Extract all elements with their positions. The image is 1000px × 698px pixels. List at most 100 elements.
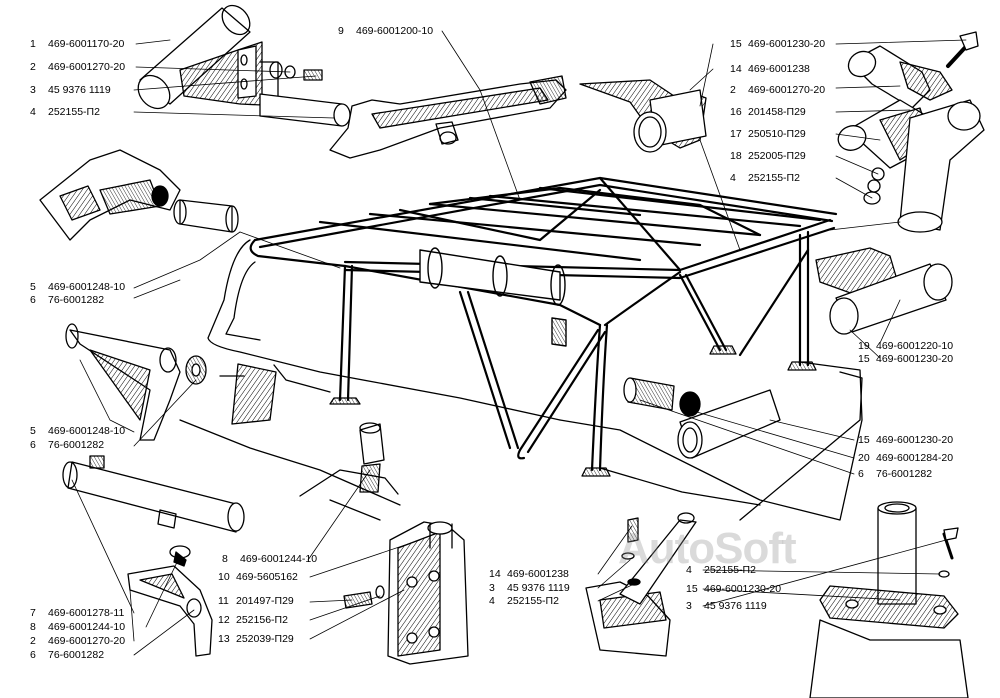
callout-label: 16 201458-П29 bbox=[730, 106, 806, 119]
callout-code: 76-6001282 bbox=[48, 439, 105, 451]
callout-label: 20 469-6001284-20 bbox=[858, 452, 953, 465]
callout-number: 12 bbox=[218, 614, 230, 626]
callout-code: 469-6001284-20 bbox=[876, 452, 954, 464]
elbow-part-19 bbox=[815, 247, 953, 335]
callout-label: 4 252155-П2 bbox=[489, 595, 559, 608]
callout-label: 10 469-5605162 bbox=[218, 571, 298, 584]
callout-label: 7 469-6001278-11 bbox=[30, 607, 124, 620]
callout-number: 19 bbox=[858, 340, 870, 352]
callout-number: 5 bbox=[30, 281, 36, 293]
callout-code: 469-6001230-20 bbox=[876, 434, 954, 446]
callout-code: 469-6001270-20 bbox=[48, 635, 126, 647]
callout-number: 6 bbox=[30, 649, 36, 661]
callout-number: 14 bbox=[489, 568, 501, 580]
callout-code: 469-6001230-20 bbox=[876, 353, 954, 365]
callout-label: 17 250510-П29 bbox=[730, 128, 806, 141]
callout-number: 17 bbox=[730, 128, 742, 140]
roof-corner-plug bbox=[39, 149, 239, 241]
callout-number: 20 bbox=[858, 452, 870, 464]
callout-label: 18 252005-П29 bbox=[730, 150, 806, 163]
callout-code: 469-6001270-20 bbox=[748, 84, 826, 96]
callout-number: 3 bbox=[489, 582, 495, 594]
watermark-text: AutoSoft bbox=[618, 524, 797, 573]
callout-label: 4 252155-П2 bbox=[730, 172, 800, 185]
callout-code: 201458-П29 bbox=[748, 106, 806, 118]
callout-code: 45 9376 1119 bbox=[704, 600, 767, 612]
callout-code: 469-6001238 bbox=[748, 63, 810, 75]
callout-code: 469-6001270-20 bbox=[48, 61, 126, 73]
callout-number: 15 bbox=[730, 38, 742, 50]
callout-code: 45 9376 1119 bbox=[507, 582, 570, 594]
tee-joint-part-1 bbox=[137, 4, 351, 127]
foot-plates bbox=[329, 345, 817, 477]
callout-number: 9 bbox=[338, 25, 344, 37]
callout-label: 3 45 9376 1119 bbox=[686, 600, 767, 613]
callout-label: 14 469-6001238 bbox=[489, 568, 569, 581]
callout-number: 8 bbox=[30, 621, 36, 633]
callout-code: 469-6001238 bbox=[507, 568, 569, 580]
callout-number: 3 bbox=[30, 84, 36, 96]
callout-label: 6 76-6001282 bbox=[30, 439, 104, 452]
callout-number: 3 bbox=[686, 600, 692, 612]
callout-code: 469-6001200-10 bbox=[356, 25, 434, 37]
callout-code: 252155-П2 bbox=[704, 564, 756, 576]
callout-number: 2 bbox=[30, 61, 36, 73]
callout-code: 469-5605162 bbox=[236, 571, 298, 583]
callout-number: 11 bbox=[218, 595, 229, 607]
callout-number: 4 bbox=[730, 172, 736, 184]
right-cluster-joint bbox=[837, 31, 985, 233]
bracket-part-14 bbox=[585, 512, 697, 657]
bracket-part-9 bbox=[329, 75, 567, 159]
callout-code: 252155-П2 bbox=[507, 595, 559, 607]
callout-code: 76-6001282 bbox=[48, 649, 105, 661]
canvas-straps bbox=[419, 247, 567, 347]
callout-code: 252156-П2 bbox=[236, 614, 288, 626]
callout-code: 76-6001282 bbox=[48, 294, 105, 306]
callout-label: 9 469-6001200-10 bbox=[338, 25, 433, 38]
tube-part-7 bbox=[62, 455, 245, 533]
callout-number: 6 bbox=[858, 468, 864, 480]
callout-number: 7 bbox=[30, 607, 36, 619]
callout-label: 2 469-6001270-20 bbox=[730, 84, 825, 97]
callout-number: 4 bbox=[489, 595, 495, 607]
callout-code: 252005-П29 bbox=[748, 150, 806, 162]
callout-code: 252155-П2 bbox=[748, 172, 800, 184]
callout-number: 16 bbox=[730, 106, 742, 118]
callout-number: 8 bbox=[222, 553, 228, 565]
callout-code: 469-6001244-10 bbox=[240, 553, 318, 565]
callout-code: 469-6001248-10 bbox=[48, 425, 126, 437]
callout-code: 469-6001230-20 bbox=[704, 583, 782, 595]
callout-label: 8 469-6001244-10 bbox=[222, 553, 317, 566]
callout-number: 14 bbox=[730, 63, 742, 75]
callout-code: 469-6001278-11 bbox=[48, 607, 125, 619]
foot-plate-tube bbox=[809, 501, 969, 698]
callout-number: 2 bbox=[730, 84, 736, 96]
callout-code: 252155-П2 bbox=[48, 106, 100, 118]
bracket-part-2-bottom bbox=[127, 545, 213, 657]
callout-code: 250510-П29 bbox=[748, 128, 806, 140]
callout-label: 3 45 9376 1119 bbox=[489, 582, 570, 595]
elbow-part-15-top bbox=[579, 79, 707, 153]
leader-lines bbox=[71, 30, 967, 656]
callout-number: 6 bbox=[30, 439, 36, 451]
callout-code: 469-6001170-20 bbox=[48, 38, 125, 50]
callout-number: 18 bbox=[730, 150, 742, 162]
callout-label: 6 76-6001282 bbox=[30, 649, 104, 662]
bracket-part-10 bbox=[343, 521, 469, 665]
callout-code: 45 9376 1119 bbox=[48, 84, 111, 96]
callout-code: 469-6001248-10 bbox=[48, 281, 126, 293]
callout-number: 10 bbox=[218, 571, 230, 583]
